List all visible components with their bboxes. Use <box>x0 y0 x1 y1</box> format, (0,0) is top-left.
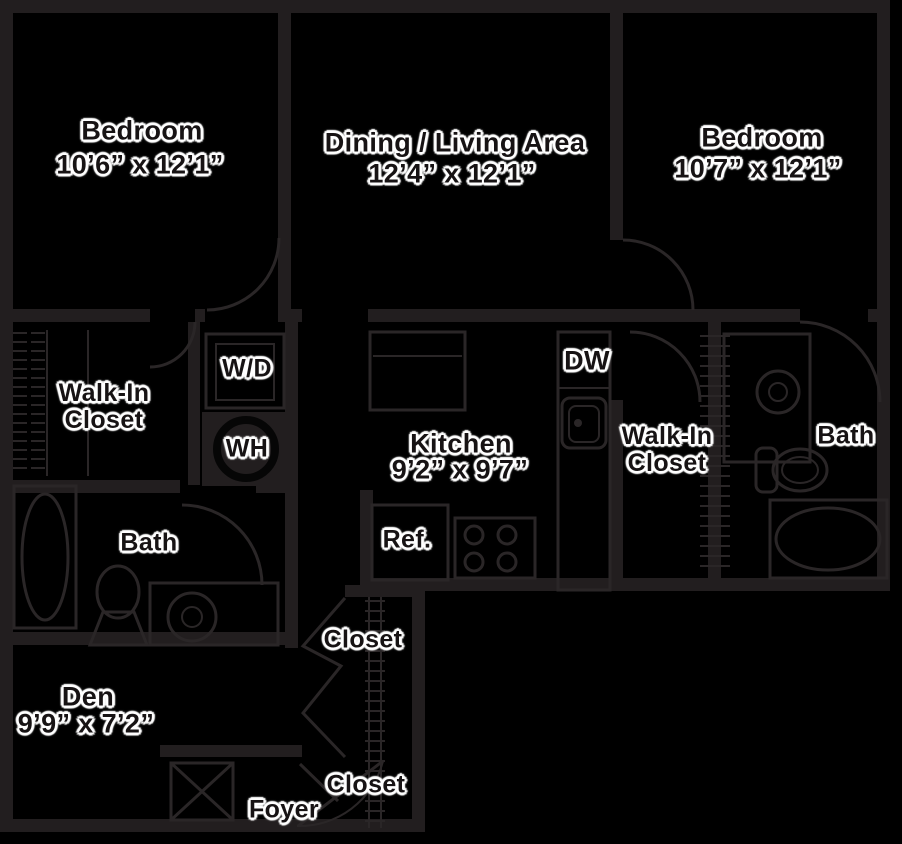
sink <box>755 369 801 415</box>
counter-strip <box>556 330 612 592</box>
dining-living-dims: 12’4” x 12’1” <box>368 158 536 189</box>
den-dims: 9’9” x 7’2” <box>17 708 155 739</box>
vanity <box>722 332 812 464</box>
bath-door-arc <box>799 320 882 403</box>
kitchen-fixtures <box>368 330 612 592</box>
washer-dryer-label: W/D <box>222 354 272 383</box>
walk-in-closet-left-fixtures <box>13 321 197 476</box>
refrigerator-label: Ref. <box>382 525 432 554</box>
water-heater-circle <box>213 416 279 482</box>
kitchen-dims: 9’2” x 9’7” <box>391 454 529 485</box>
washer-dryer-box <box>204 332 286 410</box>
water-heater-label: WH <box>225 434 269 463</box>
toilet <box>95 564 141 620</box>
stove <box>453 516 537 580</box>
bath-door-arc <box>181 503 264 586</box>
laundry-fixtures <box>202 332 288 486</box>
closet-door-arc <box>149 321 197 369</box>
bath-left-fixtures <box>12 484 280 647</box>
walk-in-closet-right-label: Walk-In Closet <box>621 422 713 477</box>
counter <box>368 330 467 412</box>
entry-door-leaf <box>297 759 384 828</box>
dishwasher-label: DW <box>564 345 610 376</box>
den-label: Den <box>61 681 115 712</box>
kitchen-sink <box>560 396 608 450</box>
bedroom-right-door-arc <box>622 238 695 311</box>
walk-in-closet-left-label: Walk-In Closet <box>58 379 150 434</box>
foyer-label: Foyer <box>248 795 320 824</box>
refrigerator-box <box>370 503 450 582</box>
closet-door-arc <box>629 330 702 403</box>
bedroom-left-dims: 10’6” x 12’1” <box>56 149 224 180</box>
bedroom-left-label: Bedroom <box>81 115 203 146</box>
kitchen-label: Kitchen <box>410 428 512 459</box>
foyer-closet-label: Closet <box>326 770 406 799</box>
bedroom-left-door-arc <box>206 237 281 312</box>
bedroom-right-dims: 10’7” x 12’1” <box>674 153 842 184</box>
bedroom-right-label: Bedroom <box>701 122 823 153</box>
hall-closet-label: Closet <box>323 625 403 654</box>
bathtub <box>12 484 78 630</box>
exterior-walls <box>0 0 890 832</box>
toilet <box>754 446 779 494</box>
dining-living-label: Dining / Living Area <box>324 127 586 158</box>
foyer-fixtures <box>169 759 384 828</box>
bath-right-fixtures <box>722 320 889 580</box>
bath-left-label: Bath <box>120 528 178 557</box>
entry-door-arc <box>296 760 384 828</box>
bathtub <box>768 498 889 580</box>
bath-right-label: Bath <box>817 421 875 450</box>
walk-in-closet-right-fixtures <box>629 330 730 575</box>
sink <box>166 591 218 643</box>
vanity <box>148 581 280 647</box>
bifold-door <box>300 597 347 759</box>
mechanical-box <box>169 761 235 822</box>
